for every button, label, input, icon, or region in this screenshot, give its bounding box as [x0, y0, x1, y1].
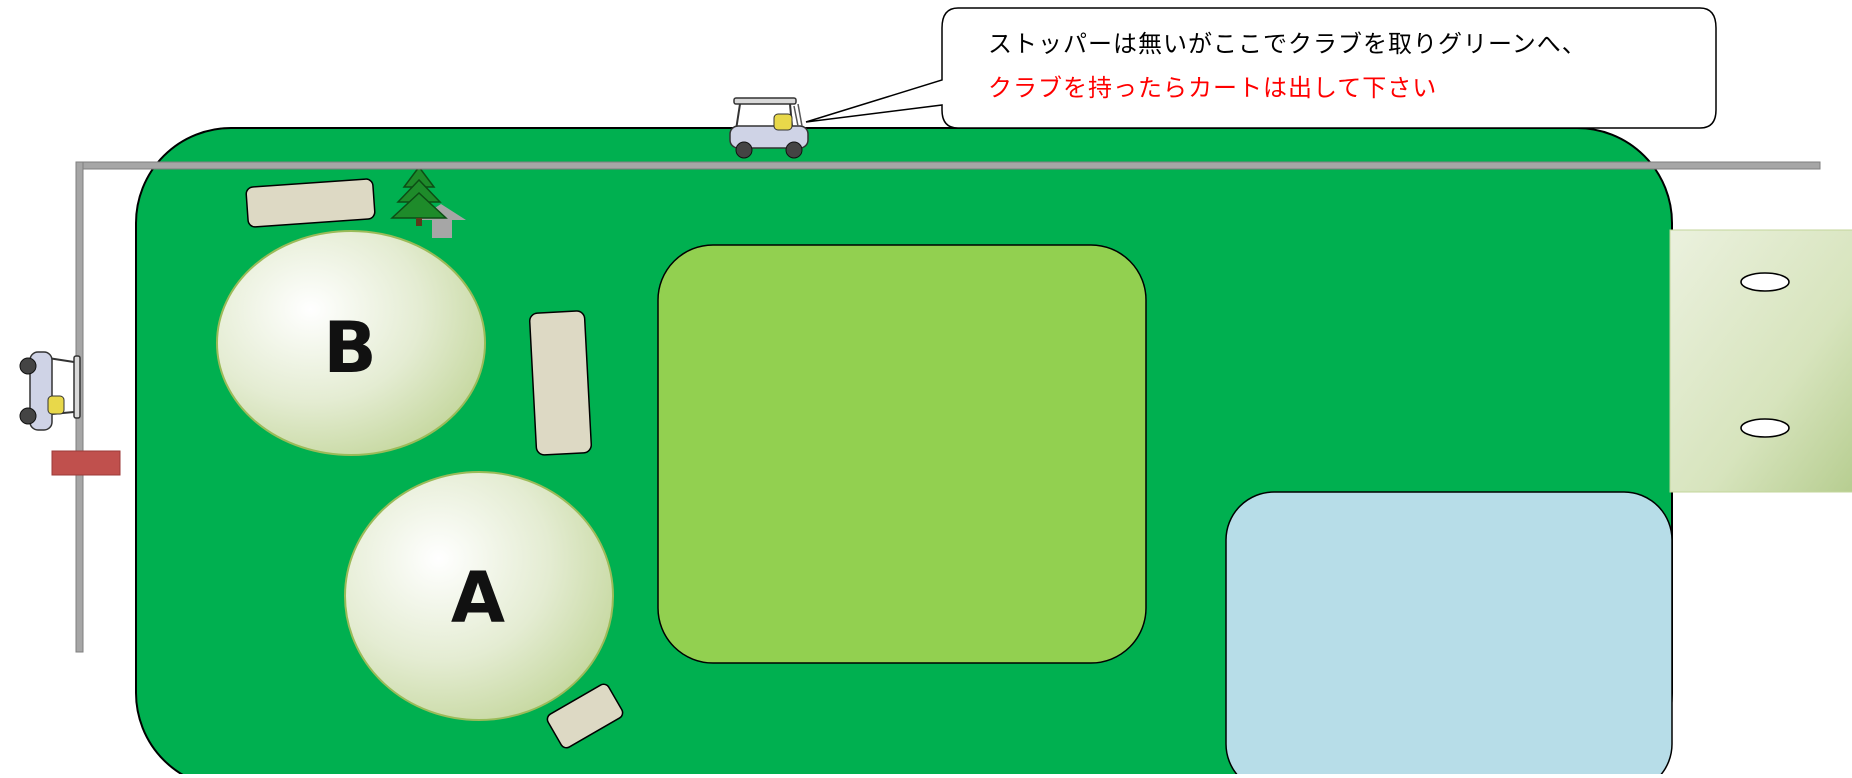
green-b-label: B [323, 307, 377, 389]
green-b [216, 230, 486, 456]
callout-line-1: ストッパーは無いがここでクラブを取りグリーンへ、 [988, 30, 1587, 58]
cart-stopper [51, 450, 121, 476]
tee-ground [1669, 229, 1852, 493]
bunker [245, 178, 376, 228]
green-a-label: A [450, 557, 506, 639]
golf-cart-icon [729, 97, 809, 159]
callout-line-2: クラブを持ったらカートは出して下さい [988, 74, 1438, 102]
green-area [657, 244, 1147, 664]
tee-marker-icon [1740, 272, 1790, 292]
callout-text: ストッパーは無いがここでクラブを取りグリーンへ、 クラブを持ったらカートは出して… [988, 22, 1688, 110]
bunker [528, 310, 593, 456]
golf-cart-icon [19, 351, 81, 431]
water-hazard [1225, 491, 1673, 778]
tree-icon [390, 165, 448, 226]
bunker [546, 683, 624, 749]
speech-bubble [805, 7, 1717, 129]
tee-marker-icon [1740, 418, 1790, 438]
green-a [344, 471, 614, 721]
